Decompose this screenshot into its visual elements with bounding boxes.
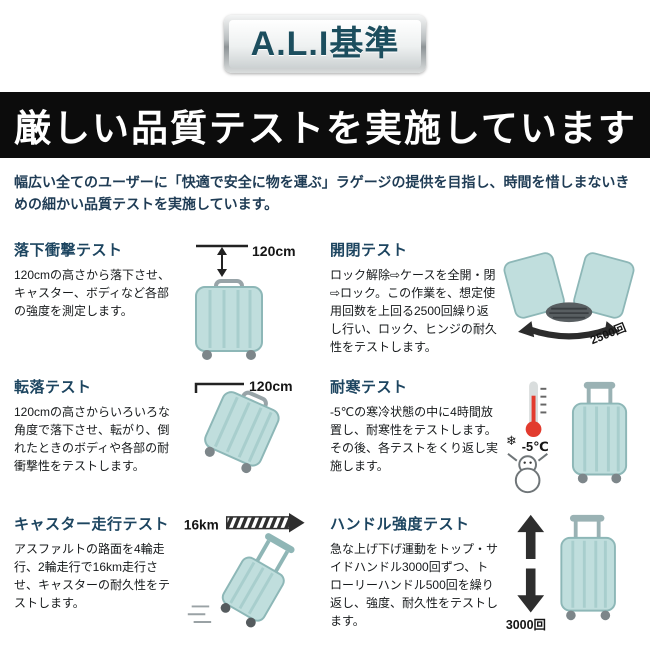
test-section-drop-impact: 落下衝撃テスト 120cmの高さから落下させ、キャスター、ボディなど各部の強度を… xyxy=(14,239,324,363)
handle-test-illustration-svg: 3000回 xyxy=(506,515,616,632)
test-text-block: 開閉テスト ロック解除⇨ケースを全開・閉⇨ロック。この作業を、想定使用回数を上回… xyxy=(330,239,502,363)
handle-test-illustration: 3000回 xyxy=(502,513,636,635)
test-title: 転落テスト xyxy=(14,379,92,397)
test-title: キャスター走行テスト xyxy=(14,516,170,534)
headline-banner: 厳しい品質テストを実施しています xyxy=(0,92,650,158)
drop-test-illustration: 120cm xyxy=(180,239,324,363)
distance-label: 16km xyxy=(184,518,219,533)
up-down-arrows-icon xyxy=(517,515,545,613)
temperature-label: -5℃ xyxy=(522,439,549,454)
caster-test-illustration-svg: 16km xyxy=(184,513,305,628)
test-title: 開閉テスト xyxy=(330,242,408,260)
ali-standard-logo-panel: A.L.I基準 xyxy=(228,20,422,68)
caster-test-illustration: 16km xyxy=(180,513,326,635)
test-section-tumble: 転落テスト 120cmの高さからいろいろな角度で落下させ、転がり、倒れたときのボ… xyxy=(14,376,324,500)
drop-height-arrow-icon xyxy=(217,247,227,278)
test-description: 120cmの高さからいろいろな角度で落下させ、転がり、倒れたときのボディや各部の… xyxy=(14,405,171,474)
test-text-block: キャスター走行テスト アスファルトの路面を4輪走行、2輪走行で16km走行させ、… xyxy=(14,513,180,635)
ali-standard-logo-text: A.L.I基準 xyxy=(250,25,400,63)
suitcase-front-icon xyxy=(195,279,263,361)
tilted-suitcase-icon xyxy=(204,391,280,474)
test-description: ロック解除⇨ケースを全開・閉⇨ロック。この作業を、想定使用回数を上回る2500回… xyxy=(330,268,497,355)
test-title: 耐寒テスト xyxy=(330,379,408,397)
test-description: アスファルトの路面を4輪走行、2輪走行で16km走行させ、キャスターの耐久性をテ… xyxy=(14,542,171,611)
test-description: -5℃の寒冷状態の中に4時間放置し、耐寒性をテストします。その後、各テストをくり… xyxy=(330,405,499,474)
tumble-test-illustration-svg: 120cm xyxy=(194,378,293,474)
test-title: ハンドル強度テスト xyxy=(330,516,470,534)
page-title: 厳しい品質テストを実施しています xyxy=(14,108,637,149)
cold-test-illustration: -5℃ ❄ xyxy=(502,376,636,500)
test-text-block: 落下衝撃テスト 120cmの高さから落下させ、キャスター、ボディなど各部の強度を… xyxy=(14,239,180,363)
test-text-block: 耐寒テスト -5℃の寒冷状態の中に4時間放置し、耐寒性をテストします。その後、各… xyxy=(330,376,502,500)
ali-standard-logo: A.L.I基準 xyxy=(223,15,427,73)
test-text-block: 転落テスト 120cmの高さからいろいろな角度で落下させ、転がり、倒れたときのボ… xyxy=(14,376,180,500)
drop-height-label: 120cm xyxy=(252,243,296,259)
test-description: 急な上げ下げ運動をトップ・サイドハンドル3000回ずつ、トローリーハンドル500… xyxy=(330,542,499,629)
test-section-caster: キャスター走行テスト アスファルトの路面を4輪走行、2輪走行で16km走行させ、… xyxy=(14,513,324,635)
tumble-height-label: 120cm xyxy=(249,378,293,394)
motion-lines-icon xyxy=(187,605,212,624)
drop-test-illustration-svg: 120cm xyxy=(195,243,296,361)
intro-text: 幅広い全てのユーザーに「快適で安全に物を運ぶ」ラゲージの提供を目指し、時間を惜し… xyxy=(14,174,630,212)
test-section-cold: 耐寒テスト -5℃の寒冷状態の中に4時間放置し、耐寒性をテストします。その後、各… xyxy=(330,376,636,500)
test-description: 120cmの高さから落下させ、キャスター、ボディなど各部の強度を測定します。 xyxy=(14,268,171,319)
test-section-open-close: 開閉テスト ロック解除⇨ケースを全開・閉⇨ロック。この作業を、想定使用回数を上回… xyxy=(330,239,636,363)
suitcase-trolley-icon xyxy=(560,515,616,621)
tests-grid: 落下衝撃テスト 120cmの高さから落下させ、キャスター、ボディなど各部の強度を… xyxy=(0,239,650,635)
tumble-test-illustration: 120cm xyxy=(180,376,324,500)
logo-area: A.L.I基準 xyxy=(0,0,650,73)
thermometer-icon xyxy=(525,381,547,438)
test-section-handle: ハンドル強度テスト 急な上げ下げ運動をトップ・サイドハンドル3000回ずつ、トロ… xyxy=(330,513,636,635)
distance-arrow-icon xyxy=(225,513,305,533)
suitcase-with-handle-icon xyxy=(571,382,628,484)
open-close-test-illustration: 2500回 xyxy=(502,239,636,363)
test-title: 落下衝撃テスト xyxy=(14,242,123,260)
rolling-suitcase-icon xyxy=(220,533,295,628)
cold-test-illustration-svg: -5℃ ❄ xyxy=(506,381,628,494)
snowman-icon xyxy=(507,453,548,494)
handle-cycle-label: 3000回 xyxy=(506,618,546,632)
open-suitcase-icon xyxy=(503,252,635,323)
snowflake-icon: ❄ xyxy=(506,433,517,448)
open-close-test-illustration-svg: 2500回 xyxy=(503,252,635,348)
test-text-block: ハンドル強度テスト 急な上げ下げ運動をトップ・サイドハンドル3000回ずつ、トロ… xyxy=(330,513,502,635)
